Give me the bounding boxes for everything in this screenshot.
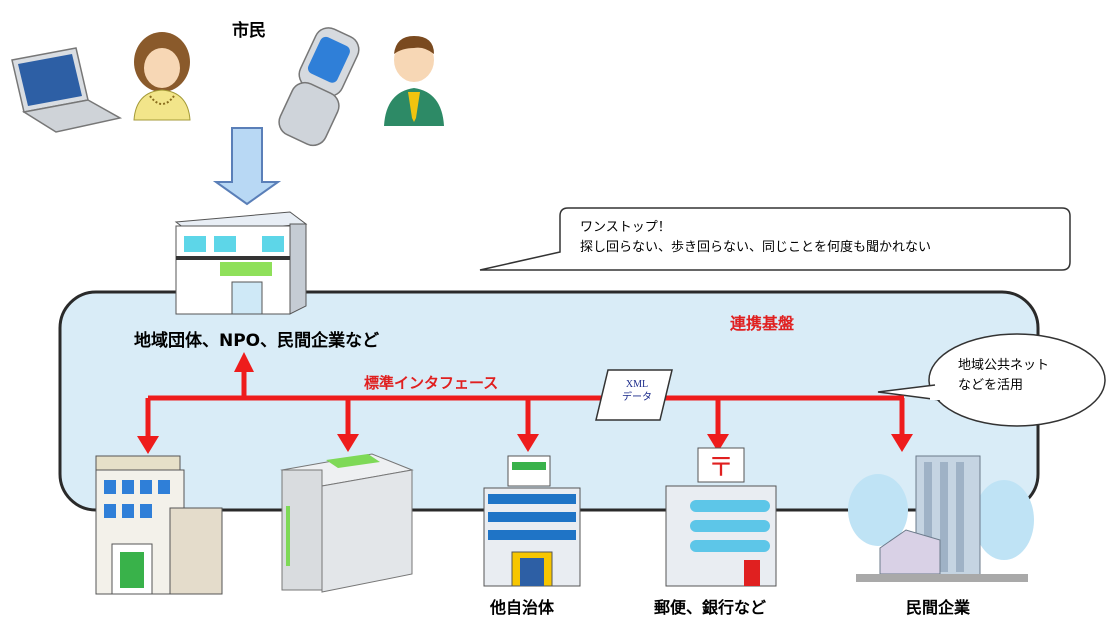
city-hall-icon xyxy=(95,455,223,595)
xml-data-card xyxy=(595,369,673,421)
label-private-company: 民間企業 xyxy=(906,598,971,617)
data-center-icon xyxy=(280,453,414,593)
platform-label: 連携基盤 xyxy=(730,314,795,333)
arrow-down-municipality xyxy=(517,434,539,452)
post-office-icon: 〒 xyxy=(665,447,777,587)
network-callout-tail xyxy=(877,384,941,401)
arrow-up-hub xyxy=(234,352,254,372)
interface-arrowheads xyxy=(137,352,913,454)
laptop-icon xyxy=(11,47,123,133)
xml-text: XML xyxy=(625,379,649,390)
private-company-icon xyxy=(848,455,1034,582)
svg-text:〒: 〒 xyxy=(708,453,734,483)
onestop-callout-text: ワンストップ！ 探し回らない、歩き回らない、同じことを何度も聞かれない xyxy=(580,218,931,258)
citizens-label: 市民 xyxy=(232,21,266,41)
network-callout-text: 地域公共ネット などを活用 xyxy=(958,356,1049,396)
data-text: データ xyxy=(622,392,652,403)
network-callout-line2: などを活用 xyxy=(958,378,1024,393)
arrow-down-city xyxy=(137,436,159,454)
onestop-callout-bubble xyxy=(479,207,1071,271)
label-other-municipality: 他自治体 xyxy=(490,598,555,617)
hub-building-icon xyxy=(174,211,308,315)
standard-interface-label: 標準インタフェース xyxy=(364,374,499,392)
woman-avatar-icon xyxy=(133,32,191,121)
xml-data-label: XML データ xyxy=(612,378,662,404)
onestop-callout-line2: 探し回らない、歩き回らない、同じことを何度も聞かれない xyxy=(580,240,932,255)
citizen-down-arrow xyxy=(212,127,282,206)
onestop-callout-line1: ワンストップ！ xyxy=(580,220,671,235)
mobile-phone-icon xyxy=(278,27,360,147)
label-post-bank: 郵便、銀行など xyxy=(654,598,767,617)
municipality-building-icon xyxy=(483,455,581,587)
man-avatar-icon xyxy=(384,36,444,126)
interface-bus xyxy=(145,368,905,438)
arrow-down-post xyxy=(707,434,729,452)
network-callout-bubble xyxy=(928,333,1106,427)
arrow-down-datacenter xyxy=(337,434,359,452)
network-callout-line1: 地域公共ネット xyxy=(958,358,1050,373)
arrow-down-company xyxy=(891,434,913,452)
hub-label: 地域団体、NPO、民間企業など xyxy=(134,331,380,351)
